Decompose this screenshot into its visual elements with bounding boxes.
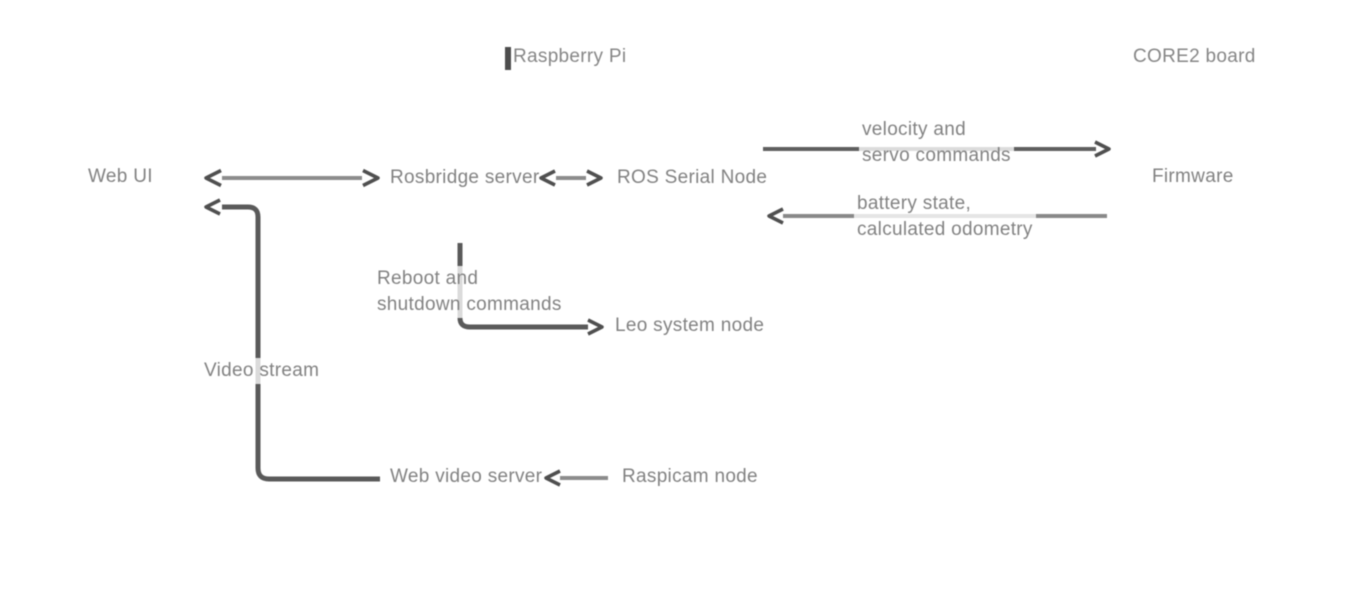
node-rosbridge-server: Rosbridge server	[390, 167, 540, 188]
arrowhead-leo-system-icon	[587, 318, 604, 336]
arrowhead-right-rosbridge-icon	[362, 168, 380, 188]
node-web-video-server: Web video server	[390, 466, 543, 487]
node-web-ui: Web UI	[88, 166, 153, 187]
node-ros-serial-node: ROS Serial Node	[617, 167, 768, 188]
arrowhead-left-webui-icon	[204, 168, 222, 188]
group-title-raspberry-pi: Raspberry Pi	[513, 46, 627, 67]
arrowhead-video-stream-icon	[204, 198, 221, 216]
arrowhead-battery-icon	[767, 207, 784, 225]
arrowhead-left-rosbridge-icon	[539, 169, 556, 187]
node-firmware: Firmware	[1152, 166, 1234, 187]
group-title-core2-board: CORE2 board	[1133, 46, 1256, 67]
edge-label-velocity: velocity and servo commands	[859, 117, 1014, 169]
edge-label-reboot: Reboot and shutdown commands	[374, 266, 565, 318]
edge-label-battery-line1: battery state,	[857, 193, 972, 214]
node-leo-system-node: Leo system node	[615, 315, 765, 336]
arrowhead-raspicam-icon	[544, 469, 561, 487]
connector-reboot-line	[457, 243, 588, 330]
edge-label-reboot-line2: shutdown commands	[377, 294, 562, 315]
edge-label-battery-line2: calculated odometry	[857, 219, 1033, 240]
connector-video-stream-line	[222, 204, 380, 482]
arrowhead-right-rosserial-icon	[586, 169, 603, 187]
edge-label-velocity-line2: servo commands	[862, 145, 1011, 166]
edge-label-video-stream: Video stream	[201, 358, 323, 384]
arrowhead-velocity-icon	[1094, 140, 1111, 158]
node-raspicam-node: Raspicam node	[622, 466, 758, 487]
title-marker-bar	[505, 47, 511, 70]
edge-label-reboot-line1: Reboot and	[377, 268, 479, 289]
edge-label-velocity-line1: velocity and	[862, 119, 966, 140]
edge-label-battery: battery state, calculated odometry	[854, 191, 1036, 243]
